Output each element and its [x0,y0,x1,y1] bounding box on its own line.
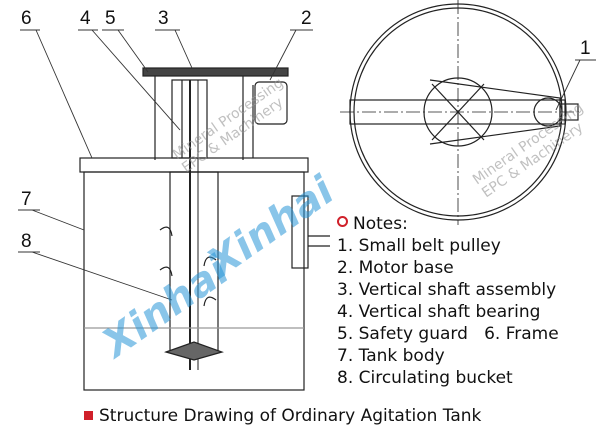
elevation-view [79,67,330,391]
label-3: 3 [158,8,169,29]
plan-view [340,0,580,225]
note-item: 3. Vertical shaft assembly [337,280,557,300]
motor-base [254,81,288,125]
label-6: 6 [21,8,32,29]
note-item: 1. Small belt pulley [337,236,501,256]
label-7: 7 [21,189,32,210]
note-item: 2. Motor base [337,258,454,278]
label-4: 4 [80,8,91,29]
safety-guard [142,67,289,77]
note-item: 5. Safety guard 6. Frame [337,324,559,344]
bullet-icon [337,216,348,227]
note-item: 7. Tank body [337,346,445,366]
note-item: 4. Vertical shaft bearing [337,302,541,322]
label-1: 1 [580,38,591,59]
notes-title: Notes: [337,213,559,235]
figure-caption: Structure Drawing of Ordinary Agitation … [84,406,481,426]
label-2: 2 [301,8,312,29]
notes-legend: Notes: 1. Small belt pulley 2. Motor bas… [337,213,559,389]
label-8: 8 [21,231,32,252]
small-belt-pulley [533,97,563,127]
label-5: 5 [105,8,116,29]
square-bullet-icon [84,411,93,420]
note-item: 8. Circulating bucket [337,368,513,388]
impeller [164,341,224,361]
